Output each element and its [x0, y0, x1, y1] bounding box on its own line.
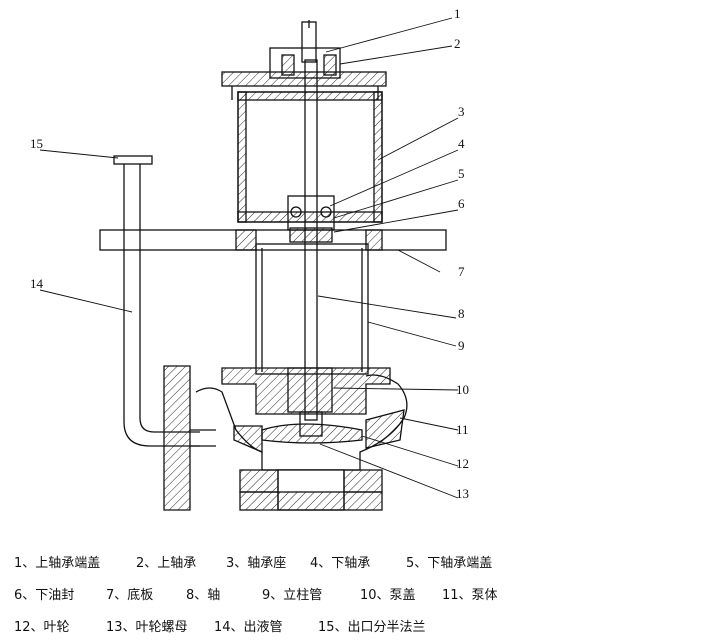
callout-13: 13 — [456, 486, 469, 501]
callout-9: 9 — [458, 338, 465, 353]
callout-4: 4 — [458, 136, 465, 151]
legend-row-1: 1、上轴承端盖 2、上轴承 3、轴承座 4、下轴承 5、下轴承端盖 — [14, 546, 698, 578]
shaft — [304, 59, 318, 421]
legend-item: 4、下轴承 — [310, 556, 371, 571]
leader-lines — [39, 17, 459, 499]
callout-8: 8 — [458, 306, 465, 321]
parts-legend: 1、上轴承端盖 2、上轴承 3、轴承座 4、下轴承 5、下轴承端盖 6、下油封 … — [14, 546, 698, 642]
legend-item: 8、轴 — [186, 588, 221, 603]
callout-14: 14 — [30, 276, 44, 291]
bearing-housing — [237, 91, 383, 223]
legend-item: 15、出口分半法兰 — [318, 620, 426, 635]
callout-3: 3 — [458, 104, 465, 119]
top-flange — [221, 71, 387, 87]
legend-row-2: 6、下油封 7、底板 8、轴 9、立柱管 10、泵盖 11、泵体 — [14, 578, 698, 610]
discharge-pipe — [123, 162, 200, 447]
legend-item: 13、叶轮螺母 — [106, 620, 188, 635]
legend-item: 2、上轴承 — [136, 556, 197, 571]
callout-7: 7 — [458, 264, 465, 279]
legend-item: 14、出液管 — [214, 620, 283, 635]
legend-item: 9、立柱管 — [262, 588, 323, 603]
legend-item: 12、叶轮 — [14, 620, 70, 635]
column-pipe — [255, 243, 369, 375]
base-plate — [99, 229, 447, 251]
impeller — [261, 423, 363, 444]
pump-cross-section-drawing: 1 2 3 4 5 6 7 8 9 10 11 12 13 14 15 — [30, 6, 469, 511]
callout-6: 6 — [458, 196, 465, 211]
legend-item: 6、下油封 — [14, 588, 75, 603]
legend-item: 11、泵体 — [442, 588, 498, 603]
pump-cover — [221, 367, 391, 415]
outlet-half-flange — [113, 155, 153, 165]
legend-item: 1、上轴承端盖 — [14, 556, 101, 571]
callout-11: 11 — [456, 422, 469, 437]
legend-item: 5、下轴承端盖 — [406, 556, 493, 571]
callout-15: 15 — [30, 136, 43, 151]
callout-12: 12 — [456, 456, 469, 471]
callout-2: 2 — [454, 36, 461, 51]
legend-item: 3、轴承座 — [226, 556, 287, 571]
callout-10: 10 — [456, 382, 469, 397]
callout-numbers: 1 2 3 4 5 6 7 8 9 10 11 12 13 14 15 — [30, 6, 469, 501]
callout-1: 1 — [454, 6, 461, 21]
legend-row-3: 12、叶轮 13、叶轮螺母 14、出液管 15、出口分半法兰 — [14, 610, 698, 642]
legend-item: 7、底板 — [106, 588, 154, 603]
legend-item: 10、泵盖 — [360, 588, 416, 603]
callout-5: 5 — [458, 166, 465, 181]
